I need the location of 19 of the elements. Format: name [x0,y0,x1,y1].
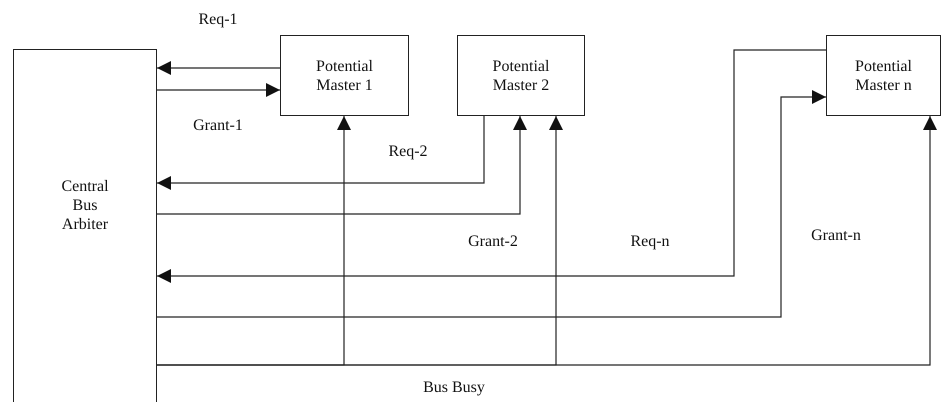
arrow [157,61,280,75]
arrow [157,116,937,366]
arrow [157,116,485,190]
master-box [280,35,409,116]
arrow [157,83,280,97]
node-label: Potential Master 1 [315,56,374,94]
node-label: Potential Master 2 [492,56,550,94]
edge-label: Bus Busy [421,379,487,397]
node-label: Central Bus Arbiter [60,177,110,234]
arrow [157,49,826,283]
arrow [157,90,826,318]
master-box [457,35,585,116]
arbiter-box [13,49,157,402]
edge-label: Req-n [628,233,672,251]
node-label: Potential Master n [854,56,913,94]
master-box [826,35,941,116]
edge-label: Req-2 [386,143,430,161]
edge-label: Req-1 [196,11,240,29]
arrow [157,116,527,215]
